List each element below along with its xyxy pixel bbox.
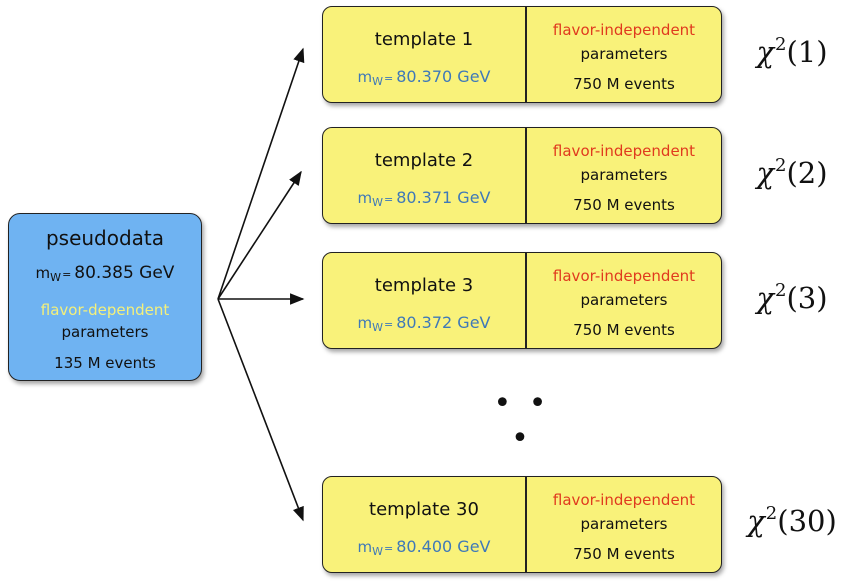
- chi-power: 2: [765, 503, 778, 524]
- template-parameters-label: parameters: [580, 166, 668, 184]
- arrow-to-template-1: [217, 47, 305, 300]
- arrow-to-template-2: [217, 170, 302, 300]
- template-box-30: template 30 mW=80.400 GeV flavor-indepen…: [322, 476, 722, 573]
- mass-subscript: W: [372, 196, 384, 209]
- pseudodata-box: pseudodata mW=80.385 GeV flavor-dependen…: [8, 213, 202, 381]
- template-mass-value: 80.400 GeV: [396, 537, 491, 556]
- mass-subscript: W: [372, 545, 384, 558]
- flavor-independent-label: flavor-independent: [552, 142, 696, 160]
- chi-symbol: χ: [756, 281, 775, 315]
- chi-squared-label-3: χ2(3): [732, 280, 852, 315]
- template-name: template 2: [374, 150, 474, 171]
- template-events: 750 M events: [573, 321, 675, 339]
- pseudodata-title: pseudodata: [45, 226, 165, 250]
- template-mass: mW=80.370 GeV: [323, 67, 525, 88]
- chi-squared-label-1: χ2(1): [732, 34, 852, 69]
- pseudodata-events: 135 M events: [54, 354, 156, 372]
- pseudodata-parameters-label: parameters: [61, 323, 149, 341]
- template-name: template 30: [369, 499, 479, 520]
- template-box-3: template 3 mW=80.372 GeV flavor-independ…: [322, 252, 722, 349]
- flavor-independent-label: flavor-independent: [552, 21, 696, 39]
- chi-argument: (2): [786, 156, 828, 190]
- mass-equals: =: [62, 268, 72, 281]
- template-parameters-label: parameters: [580, 291, 668, 309]
- flavor-independent-label: flavor-independent: [552, 267, 696, 285]
- template-box-2: template 2 mW=80.371 GeV flavor-independ…: [322, 127, 722, 224]
- mass-subscript: W: [372, 321, 384, 334]
- chi-argument: (30): [777, 504, 837, 538]
- mass-subscript: W: [372, 75, 384, 88]
- chi-symbol: χ: [756, 156, 775, 190]
- pseudodata-mass: mW=80.385 GeV: [9, 263, 201, 284]
- flavor-dependent-label: flavor-dependent: [40, 301, 170, 319]
- pseudodata-mass-value: 80.385 GeV: [74, 263, 175, 283]
- template-divider: [525, 477, 527, 572]
- mass-symbol: m: [357, 538, 373, 556]
- chi-power: 2: [775, 280, 787, 301]
- template-mass-value: 80.371 GeV: [396, 188, 491, 207]
- template-name: template 1: [374, 29, 474, 50]
- mass-equals: =: [384, 318, 394, 331]
- flavor-independent-label: flavor-independent: [552, 491, 696, 509]
- template-events: 750 M events: [573, 196, 675, 214]
- template-mass-value: 80.370 GeV: [396, 67, 491, 86]
- template-events: 750 M events: [573, 75, 675, 93]
- chi-symbol: χ: [756, 35, 775, 69]
- ellipsis: • • •: [493, 386, 551, 456]
- template-mass-value: 80.372 GeV: [396, 313, 491, 332]
- chi-symbol: χ: [747, 504, 765, 538]
- template-parameters-label: parameters: [580, 45, 668, 63]
- chi-argument: (3): [786, 281, 828, 315]
- arrow-to-template-30: [217, 298, 304, 522]
- template-divider: [525, 253, 527, 348]
- template-parameters-label: parameters: [580, 515, 668, 533]
- chi-power: 2: [775, 155, 787, 176]
- template-mass: mW=80.400 GeV: [323, 537, 525, 558]
- mass-symbol: m: [357, 189, 373, 207]
- mass-subscript: W: [50, 271, 62, 284]
- template-divider: [525, 128, 527, 223]
- chi-power: 2: [775, 34, 787, 55]
- mass-equals: =: [384, 193, 394, 206]
- template-events: 750 M events: [573, 545, 675, 563]
- mass-symbol: m: [35, 264, 51, 282]
- chi-squared-label-30: χ2(30): [732, 503, 852, 538]
- mass-symbol: m: [357, 68, 373, 86]
- template-mass: mW=80.372 GeV: [323, 313, 525, 334]
- mass-equals: =: [384, 72, 394, 85]
- chi-argument: (1): [786, 35, 828, 69]
- template-divider: [525, 7, 527, 102]
- mass-equals: =: [384, 542, 394, 555]
- mass-symbol: m: [357, 314, 373, 332]
- template-box-1: template 1 mW=80.370 GeV flavor-independ…: [322, 6, 722, 103]
- template-mass: mW=80.371 GeV: [323, 188, 525, 209]
- chi-squared-label-2: χ2(2): [732, 155, 852, 190]
- template-name: template 3: [374, 275, 474, 296]
